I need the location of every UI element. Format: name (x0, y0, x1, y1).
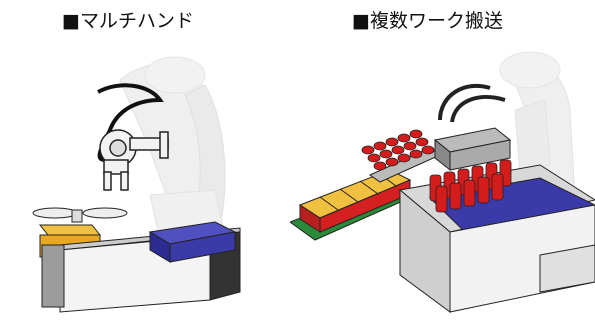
cable-icon (438, 83, 491, 121)
multi-hand-illustration (32, 56, 241, 313)
blue-tray-icon (148, 221, 237, 263)
multi-hand-panel: ■マルチハンド (0, 0, 290, 322)
multi-workpiece-caption: ■複数ワーク搬送 (352, 10, 503, 32)
multi-workpiece-illustration (290, 51, 595, 313)
gripper-hand-icon (99, 129, 169, 191)
gripped-bottles-icon (429, 159, 512, 213)
multi-hand-caption: ■マルチハンド (62, 10, 194, 32)
multi-workpiece-panel: ■複数ワーク搬送 (290, 0, 595, 322)
robot-arm-icon (499, 51, 576, 211)
bottle-rack-icon (361, 129, 435, 171)
gripper-head-icon (433, 127, 512, 172)
